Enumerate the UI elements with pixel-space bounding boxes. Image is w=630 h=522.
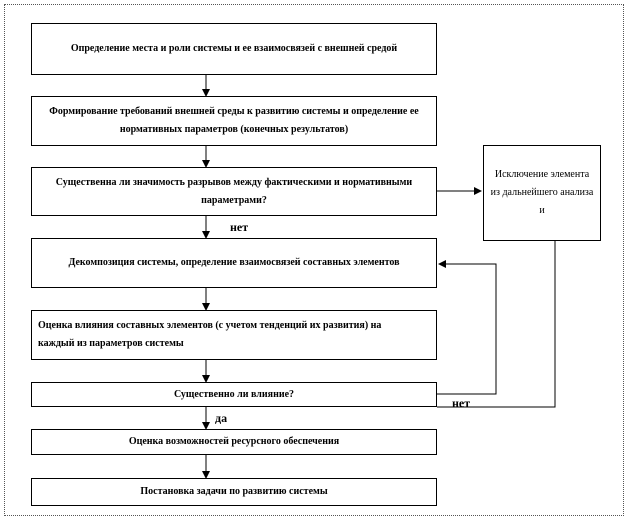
box-influence-question: Существенно ли влияние?: [31, 382, 437, 407]
label-no-gap: нет: [230, 220, 249, 234]
diagram-frame: [4, 4, 624, 516]
box-resources: Оценка возможностей ресурсного обеспечен…: [31, 429, 437, 455]
box-influence-question-text: Существенно ли влияние?: [173, 388, 295, 400]
box-gap-question-text: Существенна ли значимость разрывов между…: [55, 176, 413, 206]
box-goal-definition: Определение места и роли системы и ее вз…: [31, 23, 437, 75]
box-requirements-text: Формирование требований внешней среды к …: [49, 106, 419, 135]
box-decomposition-text: Декомпозиция системы, определение взаимо…: [68, 257, 400, 268]
box-decomposition: Декомпозиция системы, определение взаимо…: [31, 238, 437, 288]
box-influence: Оценка влияния составных элементов (с уч…: [31, 310, 437, 360]
box-task-text: Постановка задачи по развитию системы: [140, 486, 328, 497]
label-no-influence: нет: [452, 396, 471, 410]
box-gap-question: Существенна ли значимость разрывов между…: [31, 167, 437, 216]
box-task: Постановка задачи по развитию системы: [31, 478, 437, 506]
box-influence-text: Оценка влияния составных элементов (с уч…: [38, 320, 382, 349]
line-exclusion-down: [437, 241, 556, 408]
label-yes: да: [215, 411, 228, 425]
box-requirements: Формирование требований внешней среды к …: [31, 96, 437, 146]
box-exclusion-text: Исключение элемента из дальнейшего анали…: [490, 169, 594, 216]
feedback-line-question-to-decomposition: [437, 260, 497, 395]
box-exclusion: Исключение элемента из дальнейшего анали…: [483, 145, 601, 241]
box-resources-text: Оценка возможностей ресурсного обеспечен…: [128, 436, 340, 447]
box-goal-text: Определение места и роли системы и ее вз…: [70, 43, 398, 54]
